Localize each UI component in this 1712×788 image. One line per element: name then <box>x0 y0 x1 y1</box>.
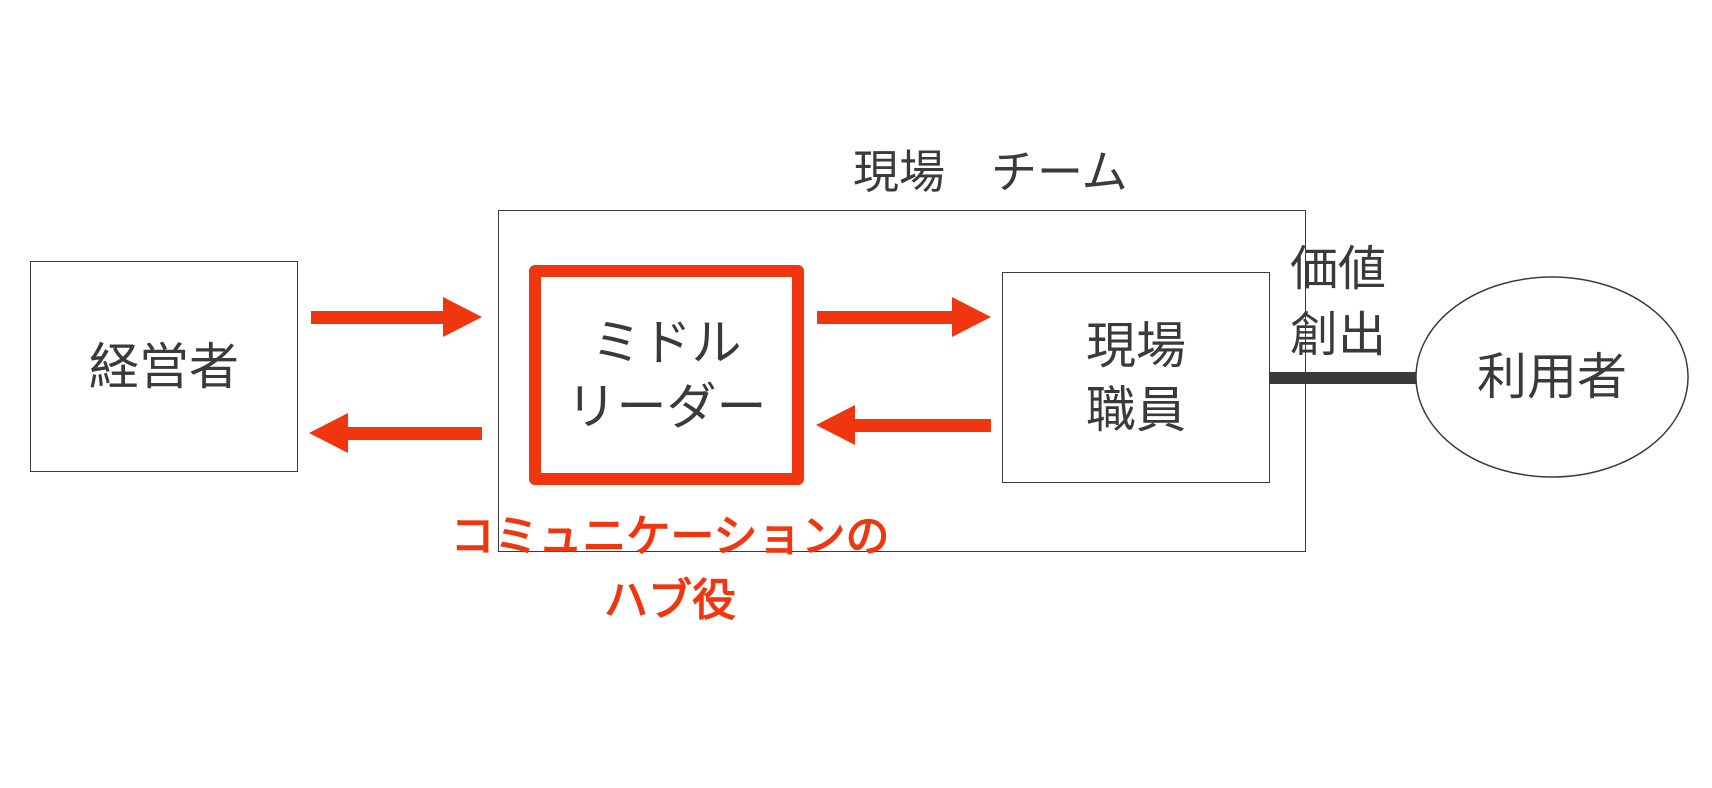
user-label: 利用者 <box>1477 348 1627 406</box>
hub-caption-line1: コミュニケーションの <box>450 511 890 562</box>
executive-label: 経営者 <box>89 337 239 396</box>
arrow-staff-to-leader <box>816 405 991 445</box>
team-title: 現場 チーム <box>853 145 1128 199</box>
field-staff-label: 現場 職員 <box>1002 272 1270 483</box>
value-link <box>1270 372 1416 384</box>
field-staff-line2: 職員 <box>1086 380 1186 439</box>
middle-leader-label: ミドル リーダー <box>529 265 804 485</box>
value-creation-line1: 価値 <box>1290 241 1387 297</box>
middle-leader-box <box>529 265 804 485</box>
arrow-executive-to-leader <box>311 297 482 337</box>
value-creation-line2: 創出 <box>1290 307 1387 363</box>
executive-box <box>30 261 298 472</box>
user-ellipse <box>1415 276 1689 478</box>
middle-leader-line1: ミドル <box>591 314 742 372</box>
hub-caption-line2: ハブ役 <box>604 575 736 626</box>
arrow-leader-to-staff <box>817 297 991 337</box>
middle-leader-line2: リーダー <box>566 378 767 436</box>
arrow-leader-to-executive <box>309 413 482 453</box>
hub-caption: コミュニケーションの ハブ役 <box>420 505 920 633</box>
field-staff-line1: 現場 <box>1086 316 1186 375</box>
value-creation-label: 価値 創出 <box>1290 236 1386 368</box>
field-staff-box <box>1002 272 1270 483</box>
